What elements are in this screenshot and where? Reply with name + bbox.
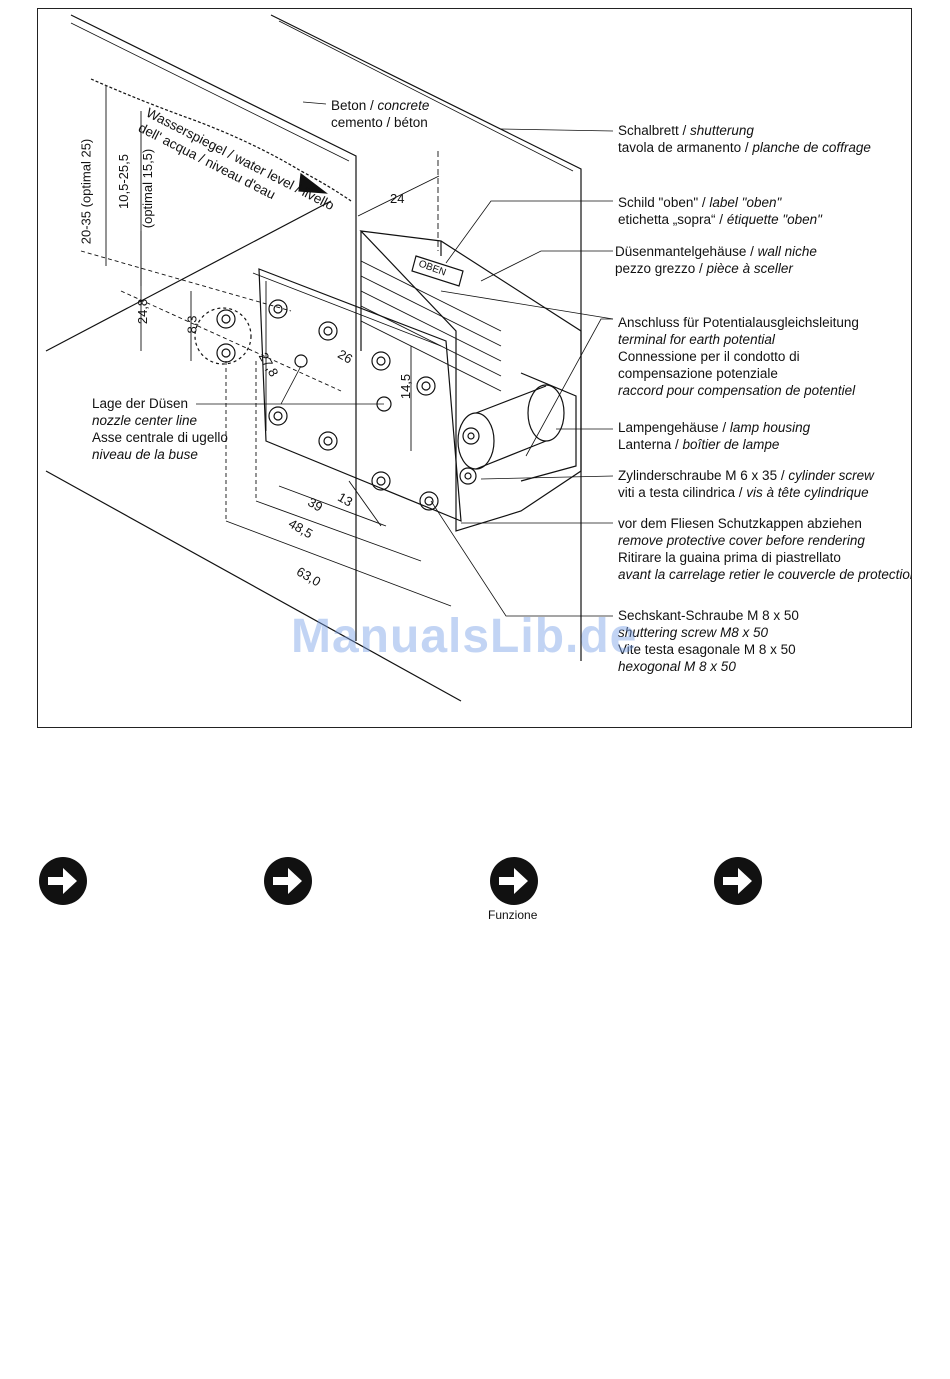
label-wall-niche-it: pezzo grezzo / — [615, 261, 707, 276]
label-cover-fr: avant la carrelage retier le couvercle d… — [618, 567, 912, 582]
dim-14-5: 14,5 — [398, 373, 414, 400]
watermark: ManualsLib.de — [291, 610, 638, 663]
label-oben-en: label "oben" — [709, 195, 782, 210]
label-concrete-en: concrete — [377, 98, 430, 113]
dim-opt-155: (optimal 15,5) — [140, 148, 156, 229]
label-hex-screw: Sechskant-Schraube M 8 x 50 shuttering s… — [618, 607, 799, 675]
label-earth-terminal-it1: Connessione per il condotto di — [618, 349, 800, 364]
label-hex-en: shuttering screw M8 x 50 — [618, 625, 769, 640]
label-wall-niche-de: Düsenmantelgehäuse / — [615, 244, 758, 259]
label-cylinder-it: viti a testa cilindrica / — [618, 485, 747, 500]
technical-drawing-frame: Beton / concrete cemento / béton Schalbr… — [37, 8, 912, 728]
label-lamp-fr: boîtier de lampe — [682, 437, 780, 452]
installation-diagram — [45, 14, 614, 702]
dim-8-3: 8,3 — [184, 315, 200, 334]
label-concrete: Beton / concrete cemento / béton — [331, 97, 429, 131]
label-hex-de: Sechskant-Schraube M 8 x 50 — [618, 608, 799, 623]
label-lamp-de: Lampengehäuse / — [618, 420, 730, 435]
arrow-right-circle-icon — [714, 857, 762, 905]
label-concrete-it-fr: cemento / béton — [331, 115, 428, 130]
label-lamp-en: lamp housing — [729, 420, 811, 435]
label-earth-terminal-de: Anschluss für Potentialausgleichsleitung — [618, 315, 859, 330]
label-nozzle-de: Lage der Düsen — [92, 396, 189, 411]
dim-20-35: 20-35 (optimal 25) — [78, 138, 94, 245]
label-nozzle-fr: niveau de la buse — [92, 447, 198, 462]
arrow-right-circle-icon — [39, 857, 87, 905]
label-cover-en: remove protective cover before rendering — [618, 533, 865, 548]
arrow-right-circle-icon — [264, 857, 312, 905]
label-cover-it: Ritirare la guaina prima di piastrellato — [618, 550, 841, 565]
label-earth-terminal-en: terminal for earth potential — [618, 332, 775, 347]
arrow-right-circle-icon — [490, 857, 538, 905]
label-protective-cover: vor dem Fliesen Schutzkappen abziehen re… — [618, 515, 912, 583]
label-wall-niche-fr: pièce à sceller — [706, 261, 793, 276]
label-oben-de: Schild "oben" / — [618, 195, 710, 210]
label-cylinder-screw: Zylinderschraube M 6 x 35 / cylinder scr… — [618, 467, 874, 501]
label-shuttering-fr: planche de coffrage — [752, 140, 871, 155]
label-nozzle-it: Asse centrale di ugello — [92, 430, 228, 445]
label-wall-niche-en: wall niche — [757, 244, 817, 259]
label-shuttering-en: shutterung — [690, 123, 754, 138]
label-earth-terminal: Anschluss für Potentialausgleichsleitung… — [618, 314, 859, 399]
label-shuttering-it: tavola de armanento / — [618, 140, 753, 155]
label-hex-it: Vite testa esagonale M 8 x 50 — [618, 642, 796, 657]
label-hex-fr: hexogonal M 8 x 50 — [618, 659, 736, 674]
label-concrete-de: Beton / — [331, 98, 378, 113]
label-nozzle-line: Lage der Düsen nozzle center line Asse c… — [92, 395, 228, 463]
label-cylinder-en: cylinder screw — [788, 468, 874, 483]
label-oben-it: etichetta „sopra“ / — [618, 212, 727, 227]
label-cylinder-de: Zylinderschraube M 6 x 35 / — [618, 468, 789, 483]
label-wall-niche: Düsenmantelgehäuse / wall niche pezzo gr… — [615, 243, 817, 277]
label-nozzle-en: nozzle center line — [92, 413, 198, 428]
arrow-label-funzione: Funzione — [488, 908, 538, 922]
label-earth-terminal-fr: raccord pour compensation de potentiel — [618, 383, 856, 398]
label-shuttering-de: Schalbrett / — [618, 123, 691, 138]
dim-24: 24 — [390, 191, 405, 206]
label-shuttering: Schalbrett / shutterung tavola de armane… — [618, 122, 871, 156]
dim-24-8: 24,8 — [135, 298, 151, 325]
label-cylinder-fr: vis à tête cylindrique — [746, 485, 869, 500]
label-oben: Schild "oben" / label "oben" etichetta „… — [618, 194, 822, 228]
label-cover-de: vor dem Fliesen Schutzkappen abziehen — [618, 516, 862, 531]
label-oben-fr: étiquette "oben" — [726, 212, 822, 227]
dim-10-25: 10,5-25,5 — [115, 154, 131, 209]
label-earth-terminal-it2: compensazione potenziale — [618, 366, 778, 381]
label-lamp-housing: Lampengehäuse / lamp housing Lanterna / … — [618, 419, 810, 453]
label-lamp-it: Lanterna / — [618, 437, 683, 452]
